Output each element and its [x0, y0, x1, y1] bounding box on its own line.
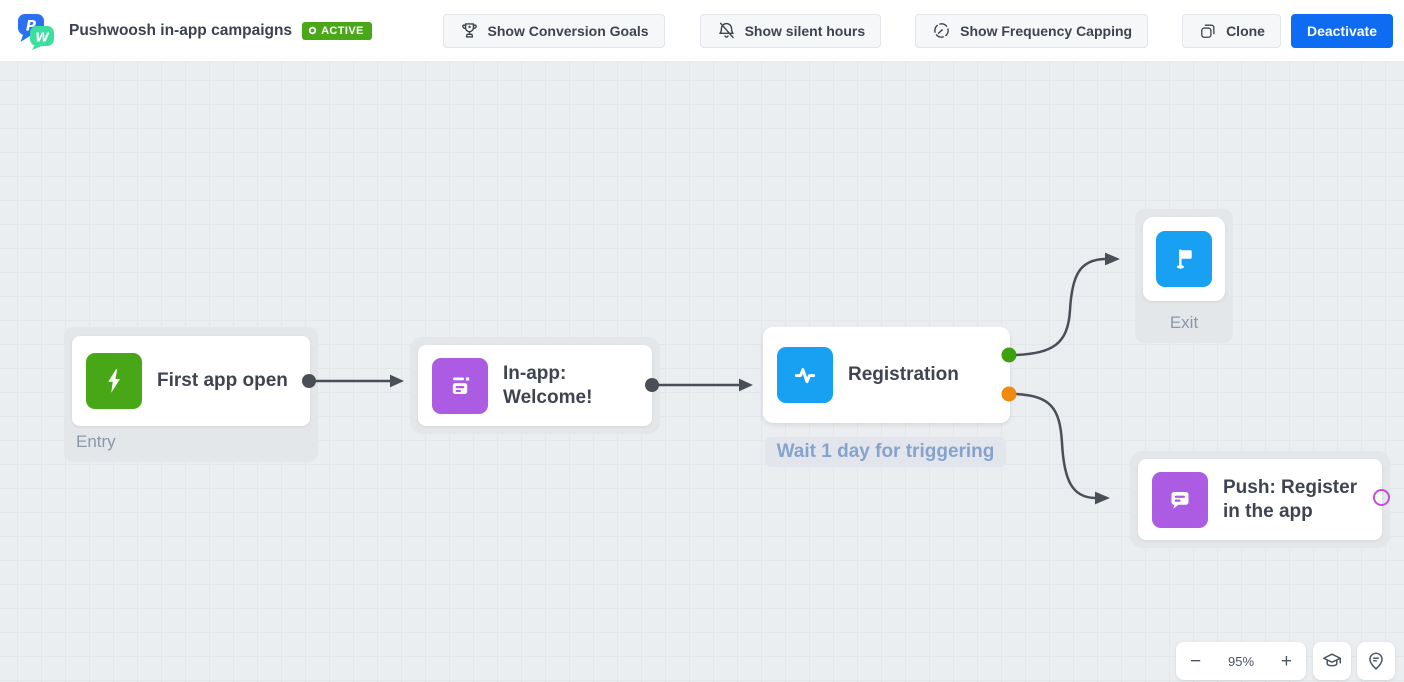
show-silent-hours-label: Show silent hours [744, 22, 866, 39]
zoom-in-button[interactable]: + [1280, 650, 1292, 672]
inapp-node-group: In-app: Welcome! [410, 337, 660, 434]
edge-entry-to-inapp-arrowhead [390, 374, 404, 388]
svg-text:W: W [35, 29, 50, 44]
feedback-pin-icon [1369, 652, 1383, 670]
show-silent-hours-button[interactable]: Show silent hours [699, 13, 882, 48]
zoom-out-button[interactable]: − [1190, 650, 1202, 672]
exit-node-group: Exit [1135, 209, 1233, 343]
show-conversion-goals-button[interactable]: Show Conversion Goals [442, 13, 665, 48]
edge-registration-to-exit [1015, 257, 1106, 357]
show-frequency-capping-button[interactable]: Show Frequency Capping [915, 13, 1149, 48]
exit-node-card[interactable] [1143, 217, 1225, 301]
pulse-icon [777, 347, 833, 403]
header: P W Pushwoosh in-app campaigns ACTIVE Sh… [0, 0, 1404, 62]
copy-icon [1201, 24, 1215, 38]
svg-text:P: P [26, 18, 37, 34]
push-node-title: Push: Register in the app [1223, 477, 1358, 522]
inapp-node-card[interactable]: In-app: Welcome! [418, 345, 652, 426]
registration-node-title: Registration [848, 364, 959, 386]
exit-node-sublabel: Exit [1169, 313, 1199, 332]
gauge-icon [934, 23, 950, 38]
edge-inapp-to-registration-arrowhead [739, 378, 753, 392]
clone-button[interactable]: Clone [1182, 13, 1281, 48]
entry-node-title: First app open [157, 370, 288, 392]
entry-node-group: First app open Entry [64, 327, 318, 462]
feedback-button[interactable] [1357, 642, 1395, 680]
clone-label: Clone [1226, 22, 1265, 39]
edge-registration-to-push [1015, 392, 1096, 500]
tutorial-button[interactable] [1313, 642, 1351, 680]
show-conversion-goals-label: Show Conversion Goals [487, 22, 649, 39]
status-ring-icon [308, 26, 317, 35]
wait-trigger-label: Wait 1 day for triggering [765, 437, 1006, 467]
edge-registration-to-push-arrowhead [1095, 491, 1110, 505]
graduation-cap-icon [1323, 653, 1341, 667]
trophy-icon [461, 23, 477, 38]
status-badge: ACTIVE [302, 21, 372, 40]
lightning-icon [86, 353, 142, 409]
zoom-controls: − 95% + [1176, 642, 1306, 680]
bell-off-icon [718, 22, 734, 39]
entry-node-sublabel: Entry [76, 432, 116, 451]
entry-node-card[interactable]: First app open [72, 336, 310, 426]
deactivate-label: Deactivate [1306, 22, 1377, 39]
flow-canvas[interactable]: First app open Entry In-app: Welcome! [0, 62, 1404, 682]
push-node-ring-port[interactable] [1373, 489, 1390, 506]
toolbar: Show Conversion Goals Show silent hours … [442, 13, 1393, 48]
show-frequency-capping-label: Show Frequency Capping [960, 22, 1133, 39]
push-node-group: Push: Register in the app [1130, 451, 1390, 548]
status-badge-label: ACTIVE [321, 24, 364, 37]
inapp-node-title: In-app: Welcome! [503, 363, 593, 408]
push-node-card[interactable]: Push: Register in the app [1138, 459, 1382, 540]
flag-icon [1156, 231, 1212, 287]
page-title: Pushwoosh in-app campaigns [69, 21, 293, 39]
zoom-level: 95% [1227, 653, 1255, 669]
edge-registration-to-exit-arrowhead [1105, 252, 1120, 266]
registration-node-card[interactable]: Registration [763, 327, 1010, 423]
deactivate-button[interactable]: Deactivate [1290, 13, 1393, 48]
push-message-icon [1152, 471, 1208, 528]
pushwoosh-logo-icon: P W [18, 13, 54, 50]
inapp-message-icon [432, 357, 488, 414]
